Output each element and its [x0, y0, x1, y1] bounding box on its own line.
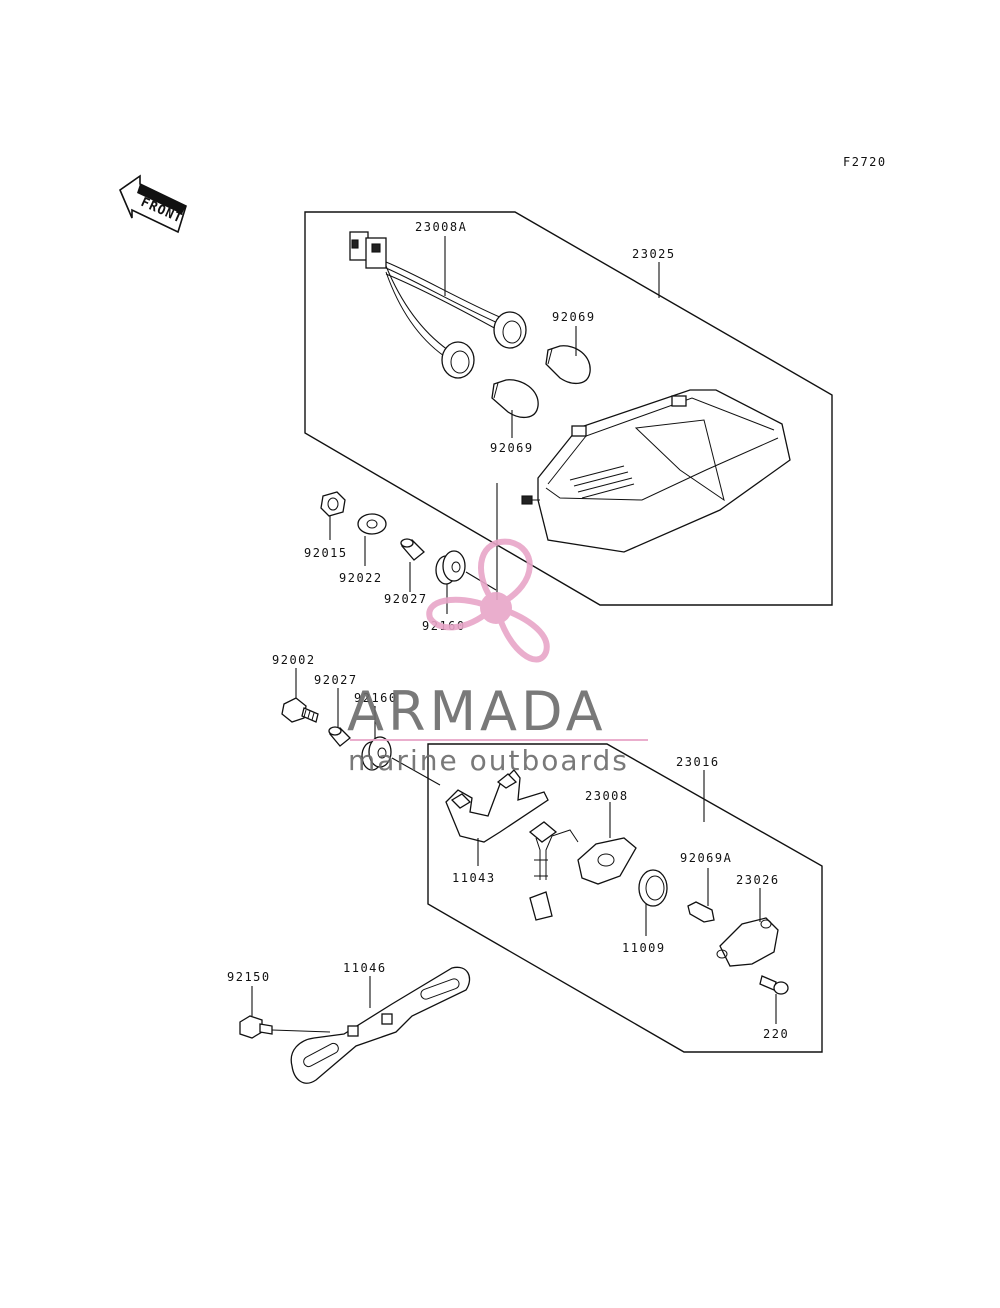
bracket-11043	[445, 769, 549, 843]
label-92069-top: 92069	[552, 310, 596, 324]
license-light-group-box	[427, 743, 823, 1053]
bulb-upper	[545, 345, 591, 384]
cover-23026	[716, 917, 779, 967]
watermark-brand: ARMADA	[347, 680, 607, 743]
lens-11009	[638, 869, 668, 907]
label-92022: 92022	[339, 571, 383, 585]
collar-92027	[400, 538, 425, 561]
wiring-harness	[349, 231, 527, 379]
socket-23008	[528, 821, 637, 921]
label-92027-b: 92027	[314, 673, 358, 687]
label-220: 220	[763, 1027, 789, 1041]
label-23025: 23025	[632, 247, 676, 261]
bolt-92150	[239, 1015, 331, 1039]
nut-92015	[320, 491, 346, 517]
bulb-92069A	[687, 901, 715, 923]
label-11046: 11046	[343, 961, 387, 975]
collar-92027-b	[328, 726, 351, 747]
bulb-lower	[491, 379, 539, 418]
propeller-logo-icon	[426, 538, 550, 663]
label-23008A: 23008A	[415, 220, 467, 234]
label-92002: 92002	[272, 653, 316, 667]
label-23026: 23026	[736, 873, 780, 887]
label-92069A: 92069A	[680, 851, 732, 865]
label-92150: 92150	[227, 970, 271, 984]
plate-bracket-11046	[290, 966, 471, 1084]
label-11009: 11009	[622, 941, 666, 955]
label-92160-b: 92160	[354, 691, 398, 705]
label-23016: 23016	[676, 755, 720, 769]
screw-220	[759, 975, 789, 995]
label-11043: 11043	[452, 871, 496, 885]
taillight-housing	[521, 389, 791, 553]
washer-92022	[357, 513, 387, 535]
watermark-tagline: marine outboards	[348, 744, 629, 777]
label-92069-bottom: 92069	[490, 441, 534, 455]
grommet-92160	[435, 550, 497, 591]
label-92015: 92015	[304, 546, 348, 560]
label-92027-a: 92027	[384, 592, 428, 606]
armada-watermark: ARMADA marine outboards	[347, 538, 648, 777]
label-23008: 23008	[585, 789, 629, 803]
front-arrow-icon: FRONT	[119, 174, 187, 234]
grommet-92160-b	[361, 736, 441, 786]
bolt-92002	[281, 697, 319, 723]
figure-code: F2720	[843, 155, 887, 169]
taillight-group-box	[304, 211, 833, 606]
